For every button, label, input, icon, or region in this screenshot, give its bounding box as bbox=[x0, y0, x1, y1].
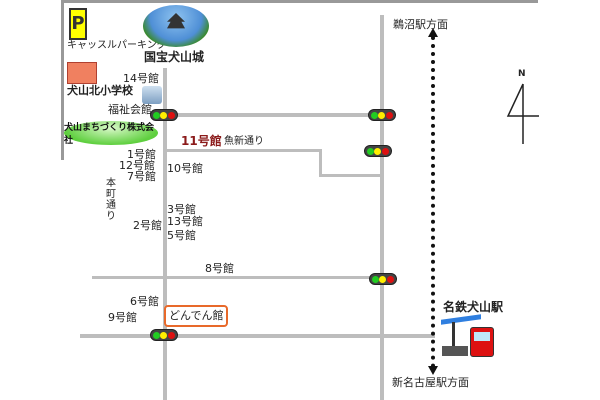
building-3-label: 3号館 bbox=[167, 203, 196, 216]
traffic-light-icon bbox=[368, 109, 396, 121]
building-5-label: 5号館 bbox=[167, 229, 196, 242]
train-icon bbox=[470, 327, 494, 357]
welfare-building-icon bbox=[142, 86, 162, 104]
company-label: 犬山まちづくり株式会社 bbox=[64, 123, 155, 146]
station-label[interactable]: 名鉄犬山駅 bbox=[443, 300, 504, 314]
map-left-border bbox=[61, 0, 64, 160]
welfare-hall-label[interactable]: 福祉会館 bbox=[108, 103, 152, 116]
direction-south-label: 新名古屋駅方面 bbox=[392, 376, 469, 389]
street-honmachi-label: 本町通り bbox=[106, 178, 116, 222]
building-6-label: 6号館 bbox=[130, 295, 159, 308]
road-horizontal-4 bbox=[80, 334, 435, 338]
railway-line bbox=[431, 36, 435, 368]
building-13-label: 13号館 bbox=[167, 215, 203, 228]
building-2-label: 2号館 bbox=[133, 219, 162, 232]
traffic-light-icon bbox=[369, 273, 397, 285]
road-horizontal-1 bbox=[165, 113, 382, 117]
road-uoshin-east bbox=[319, 174, 382, 177]
direction-north-label: 鵜沼駅方面 bbox=[393, 18, 448, 31]
traffic-light-icon bbox=[364, 145, 392, 157]
parking-label[interactable]: キャッスルパーキング bbox=[67, 40, 167, 51]
building-1-label: 1号館 bbox=[127, 148, 156, 161]
company-bubble[interactable]: 犬山まちづくり株式会社 bbox=[64, 121, 158, 146]
station-post-icon bbox=[452, 322, 455, 346]
building-9-label: 9号館 bbox=[108, 311, 137, 324]
station-roof-icon bbox=[441, 314, 481, 325]
arrow-down-icon bbox=[428, 366, 438, 375]
road-horizontal-3 bbox=[92, 276, 382, 279]
traffic-light-icon bbox=[150, 109, 178, 121]
north-label: N bbox=[518, 69, 526, 79]
arrow-up-icon bbox=[428, 28, 438, 37]
compass-north-icon bbox=[506, 83, 539, 144]
castle-label[interactable]: 国宝犬山城 bbox=[144, 50, 205, 64]
parking-icon: P bbox=[69, 8, 87, 40]
traffic-light-icon bbox=[150, 329, 178, 341]
road-uoshin-bend bbox=[319, 149, 322, 177]
building-12-label: 12号館 bbox=[119, 159, 155, 172]
street-uoshin-label: 魚新通り bbox=[224, 136, 264, 147]
building-14-label: 14号館 bbox=[123, 72, 159, 85]
donden-hall-label[interactable]: どんでん館 bbox=[164, 305, 229, 327]
map-top-border bbox=[62, 0, 538, 3]
road-vertical-main bbox=[163, 68, 167, 400]
building-7-label: 7号館 bbox=[127, 170, 156, 183]
castle-image bbox=[143, 5, 209, 47]
road-vertical-east bbox=[380, 15, 384, 400]
building-8-label: 8号館 bbox=[205, 262, 234, 275]
school-icon bbox=[67, 62, 97, 84]
station-platform-icon bbox=[442, 346, 468, 356]
school-label[interactable]: 犬山北小学校 bbox=[67, 84, 133, 97]
building-11-label: 11号館 bbox=[181, 134, 222, 148]
road-uoshin bbox=[165, 149, 322, 152]
building-10-label: 10号館 bbox=[167, 162, 203, 175]
